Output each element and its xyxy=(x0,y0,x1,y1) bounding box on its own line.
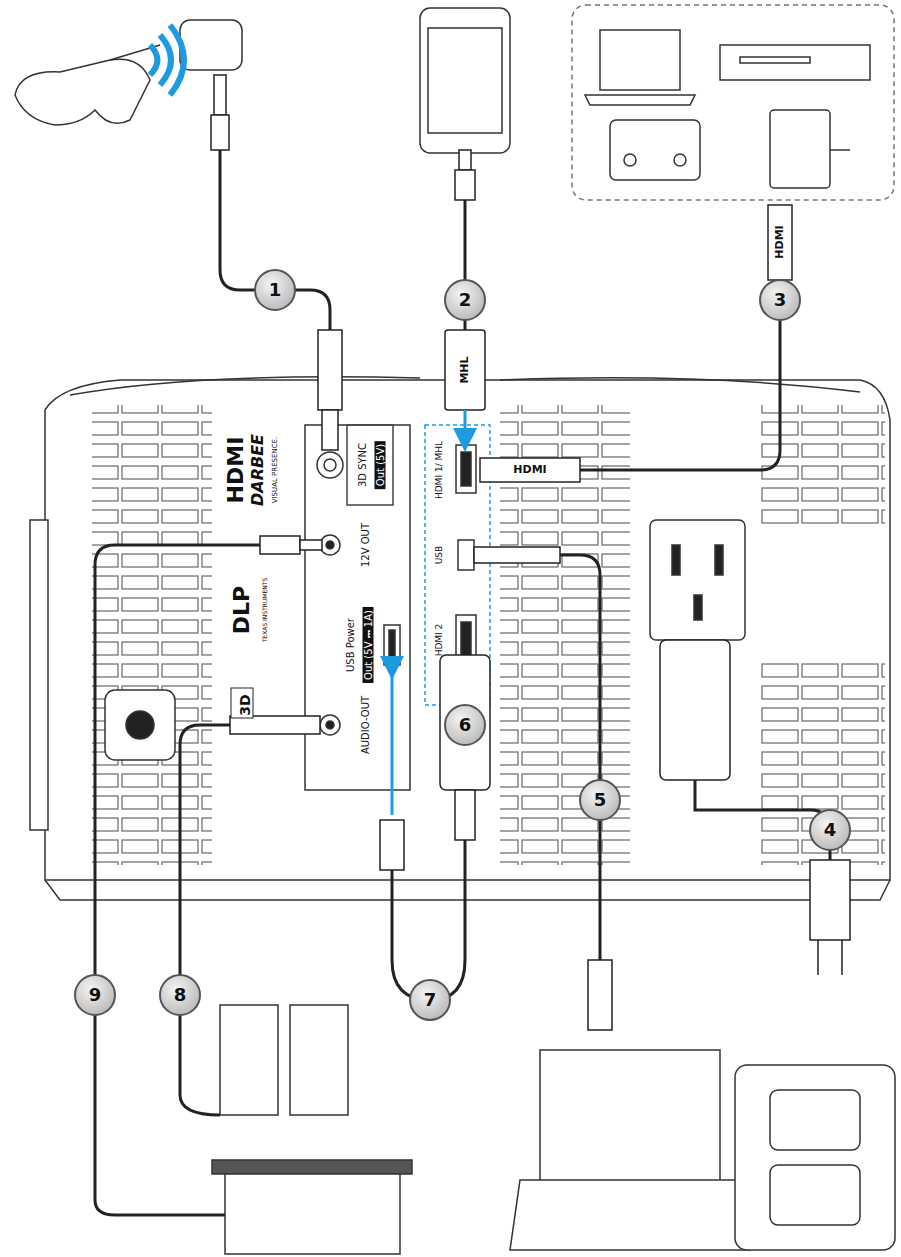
logo-text: VISUAL PRESENCE. xyxy=(272,437,280,503)
callout-number: 2 xyxy=(459,290,472,310)
port-label: USB xyxy=(435,546,445,564)
port-label: USB Power xyxy=(345,618,356,672)
port-label: HDMI 2 xyxy=(435,624,445,657)
plug-label: MHL xyxy=(459,356,471,383)
callout-number: 8 xyxy=(174,985,187,1005)
callout-number: 5 xyxy=(594,790,607,810)
port-label: 12V OUT xyxy=(360,523,371,567)
logo-text: HDMI xyxy=(224,437,248,504)
callout-number: 6 xyxy=(459,715,472,735)
plug-label: HDMI xyxy=(774,225,786,258)
logo-text: DLP xyxy=(230,586,254,634)
callout-number: 9 xyxy=(89,985,102,1005)
port-label: Out (5V ⎓ 1A) xyxy=(363,607,374,683)
callout-number: 3 xyxy=(774,290,787,310)
logo-text: TEXAS INSTRUMENTS xyxy=(262,578,269,643)
badge-text: 3D xyxy=(238,694,253,715)
callout-number: 4 xyxy=(824,820,837,840)
callout-number: 1 xyxy=(269,280,282,300)
port-label: HDMI 1/ MHL xyxy=(435,441,445,499)
plug-label: HDMI xyxy=(513,464,546,476)
port-label: AUDIO-OUT xyxy=(360,696,371,754)
port-label: Out (5V) xyxy=(375,441,386,489)
logo-text: DARBEE xyxy=(249,434,267,506)
port-label: 3D SYNC xyxy=(357,443,368,487)
callout-number: 7 xyxy=(424,990,437,1010)
